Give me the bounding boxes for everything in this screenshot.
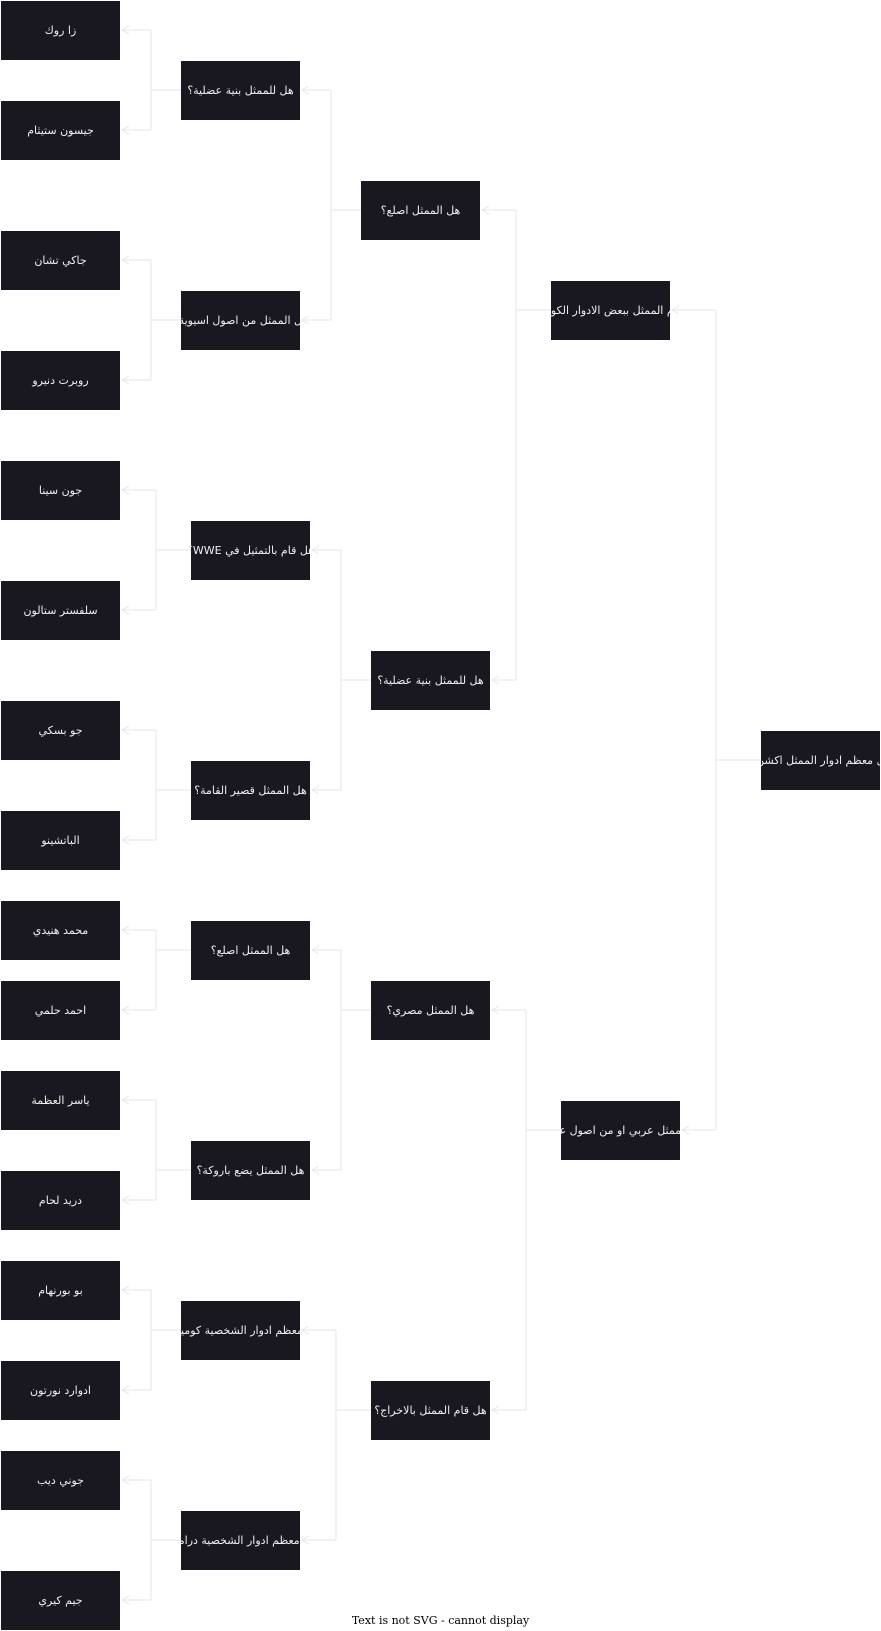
leaf-helmy: احمد حلمي xyxy=(1,981,120,1040)
arrowhead xyxy=(300,1535,310,1545)
node-arab-origin: هل الممثل عربي او من اصول عربية؟ xyxy=(561,1101,680,1160)
arrowhead xyxy=(120,1285,130,1295)
node-muscular-b: هل للممثل بنية عضلية؟ xyxy=(371,651,490,710)
leaf-norton: ادوارد نورتون xyxy=(1,1361,120,1420)
node-bald-b: هل الممثل اصلع؟ xyxy=(191,921,310,980)
leaf-chan: جاكي تشان xyxy=(1,231,120,290)
arrowhead xyxy=(670,305,680,315)
leaf-zarok: زا روك xyxy=(1,1,120,60)
arrowhead xyxy=(490,1405,500,1415)
arrowhead xyxy=(120,605,130,615)
leaf-lahham: دريد لحام xyxy=(1,1171,120,1230)
node-label: احمد حلمي xyxy=(34,1004,87,1017)
arrowhead xyxy=(300,315,310,325)
arrowhead xyxy=(490,1005,500,1015)
node-label: هل الممثل عربي او من اصول عربية؟ xyxy=(561,1124,680,1137)
arrowhead xyxy=(120,1475,130,1485)
leaf-henedy: محمد هنيدي xyxy=(1,901,120,960)
node-label: هل معظم ادوار الممثل اكشن؟ xyxy=(761,754,880,767)
node-label: هل الممثل يضع باروكة؟ xyxy=(196,1164,305,1177)
node-muscular-a: هل للممثل بنية عضلية؟ xyxy=(181,61,300,120)
node-label: زا روك xyxy=(44,24,77,37)
node-label: هل معظم ادوار الشخصية درامية؟ xyxy=(181,1534,300,1547)
arrowhead xyxy=(300,85,310,95)
node-label: جيم كيري xyxy=(38,1594,83,1607)
node-label: هل الممثل من اصول اسيوية؟ xyxy=(181,314,300,327)
arrowhead xyxy=(120,1005,130,1015)
leaf-depp: جوني ديب xyxy=(1,1451,120,1510)
node-label: هل الممثل اصلع؟ xyxy=(380,204,461,217)
arrowhead xyxy=(480,205,490,215)
leaf-carrey: جيم كيري xyxy=(1,1571,120,1630)
node-wig: هل الممثل يضع باروكة؟ xyxy=(191,1141,310,1200)
leaf-cena: جون سينا xyxy=(1,461,120,520)
node-comedy-roles: هل قام الممثل ببعض الادوار الكوميدية؟ xyxy=(551,281,670,340)
node-asian-origin: هل الممثل من اصول اسيوية؟ xyxy=(181,291,300,350)
arrowhead xyxy=(120,1595,130,1605)
node-label: دريد لحام xyxy=(38,1194,83,1207)
node-label: ادوارد نورتون xyxy=(30,1384,91,1397)
arrowhead xyxy=(310,945,320,955)
leaf-stallone: سلفستر ستالون xyxy=(1,581,120,640)
node-label: هل معظم ادوار الشخصية كوميدية؟ xyxy=(181,1324,300,1337)
node-label: الباتشينو xyxy=(41,834,80,847)
arrowhead xyxy=(300,1325,310,1335)
arrowhead xyxy=(120,375,130,385)
arrowhead xyxy=(490,675,500,685)
arrowhead xyxy=(120,835,130,845)
node-label: روبرت دنيرو xyxy=(32,374,89,387)
arrowhead xyxy=(310,545,320,555)
arrowhead xyxy=(310,1165,320,1175)
leaf-statham: جيسون ستيثام xyxy=(1,101,120,160)
node-wwe: هل قام بالتمثيل في WWE؟ xyxy=(191,521,310,580)
render-note: Text is not SVG - cannot display xyxy=(351,1614,530,1627)
node-comic-roles: هل معظم ادوار الشخصية كوميدية؟ xyxy=(181,1301,300,1360)
leaf-pacino: الباتشينو xyxy=(1,811,120,870)
node-label: هل قام الممثل بالاخراج؟ xyxy=(374,1404,487,1417)
node-label: هل للممثل بنية عضلية؟ xyxy=(377,674,484,687)
node-label: جو بسكي xyxy=(38,724,83,737)
node-drama-roles: هل معظم ادوار الشخصية درامية؟ xyxy=(181,1511,300,1570)
node-label: بو بورنهام xyxy=(38,1284,83,1297)
arrowhead xyxy=(120,125,130,135)
node-label: هل قام الممثل ببعض الادوار الكوميدية؟ xyxy=(551,304,670,317)
arrowhead xyxy=(120,1195,130,1205)
arrowhead xyxy=(120,1095,130,1105)
arrowhead xyxy=(310,785,320,795)
arrowhead xyxy=(120,485,130,495)
node-label: جاكي تشان xyxy=(34,254,87,267)
arrowhead xyxy=(680,1125,690,1135)
arrowhead xyxy=(120,1385,130,1395)
node-label: هل الممثل اصلع؟ xyxy=(210,944,291,957)
node-bald-a: هل الممثل اصلع؟ xyxy=(361,181,480,240)
node-label: محمد هنيدي xyxy=(32,924,89,937)
leaf-pesci: جو بسكي xyxy=(1,701,120,760)
arrowhead xyxy=(120,25,130,35)
node-label: هل للممثل بنية عضلية؟ xyxy=(187,84,294,97)
node-label: سلفستر ستالون xyxy=(23,604,98,617)
node-directing: هل قام الممثل بالاخراج؟ xyxy=(371,1381,490,1440)
node-label: ياسر العظمة xyxy=(31,1094,90,1107)
arrowhead xyxy=(120,725,130,735)
node-label: هل الممثل قصير القامة؟ xyxy=(194,784,307,797)
node-label: هل قام بالتمثيل في WWE؟ xyxy=(191,544,310,557)
node-label: هل الممثل مصري؟ xyxy=(386,1004,475,1017)
node-label: جوني ديب xyxy=(37,1474,84,1487)
node-label: جيسون ستيثام xyxy=(27,124,94,137)
leaf-deniro: روبرت دنيرو xyxy=(1,351,120,410)
node-egyptian: هل الممثل مصري؟ xyxy=(371,981,490,1040)
arrowhead xyxy=(120,925,130,935)
node-label: جون سينا xyxy=(38,484,83,497)
node-root-action-roles: هل معظم ادوار الممثل اكشن؟ xyxy=(761,731,880,790)
node-short: هل الممثل قصير القامة؟ xyxy=(191,761,310,820)
leaf-yasser: ياسر العظمة xyxy=(1,1071,120,1130)
leaf-burnham: بو بورنهام xyxy=(1,1261,120,1320)
arrowhead xyxy=(120,255,130,265)
